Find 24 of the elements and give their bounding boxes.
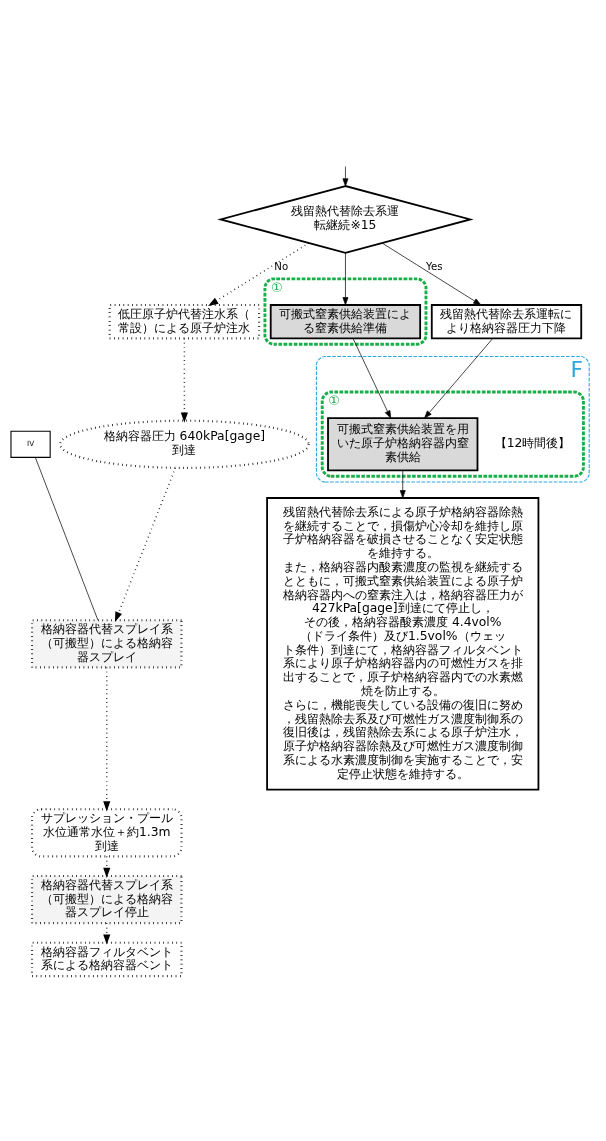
arrow bbox=[342, 165, 349, 186]
arrow bbox=[399, 469, 406, 498]
arrow bbox=[114, 466, 177, 622]
node-box: IV bbox=[10, 430, 51, 458]
node-box: 可搬式窒素供給装置による窒素供給準備 bbox=[269, 303, 422, 339]
node-box: 格納容器代替スプレイ系（可搬型）による格納容器スプレイ停止 bbox=[30, 874, 183, 924]
arrow bbox=[381, 242, 482, 305]
node-box: 低圧原子炉代替注水系（常設）による原子炉注水 bbox=[108, 303, 261, 339]
node-box: サプレッション・プール水位通常水位＋約1.3m到達 bbox=[30, 807, 183, 857]
node-box: 格納容器フィルタベント系による格納容器ベント bbox=[30, 941, 183, 977]
edge-label: No bbox=[274, 260, 289, 272]
edge-label: Yes bbox=[426, 260, 443, 272]
arrow bbox=[208, 241, 310, 306]
node-box: 残留熱代替除去系運転により格納容器圧力下降 bbox=[430, 303, 583, 339]
node-ellipse: 格納容器圧力 640kPa[gage]到達 bbox=[59, 419, 310, 469]
node-label: 【12時間後】 bbox=[494, 435, 571, 450]
arrow bbox=[352, 337, 392, 418]
arrow bbox=[424, 337, 494, 418]
node-box: 格納容器代替スプレイ系（可搬型）による格納容器スプレイ bbox=[30, 618, 183, 668]
node-diamond: 残留熱代替除去系運転継続※15 bbox=[217, 184, 474, 254]
node-box: 可搬式窒素供給装置を用いた原子炉格納容器内窒素供給 bbox=[327, 416, 479, 471]
node-box: 残留熱代替除去系による原子炉格納容器除熱を継続することで，損傷炉心冷却を維持し原子炉格納容器を破損させることなく安定状態を維持する。 また，格納容器内酸素濃度の監視を継続するとともに，可搬式窒素供給装置による原子炉格納容器内への窒素注入は，格納容器圧力が427kPa[gage]到達にて停止し，その後，格納容器酸素濃度 4.4vol%（ドライ条件）及び1.5vol%（ウェット条件）到達にて，格納容器フィルタベント系により原子炉格納容器内の可燃性ガスを排出することで，原子炉格納容器内での水素燃焼を防止する。 さらに，機能喪失している設備の復旧に努め，残留熱除去系及び可燃性ガス濃度制御系の復旧後は，残留熱除去系による原子炉注水，原子炉格納容器除熱及び可燃性ガス濃度制御系による水素濃度制御を実施することで，安定停止状態を維持する。 bbox=[266, 496, 540, 791]
arrow bbox=[342, 252, 349, 305]
connector bbox=[34, 456, 99, 621]
